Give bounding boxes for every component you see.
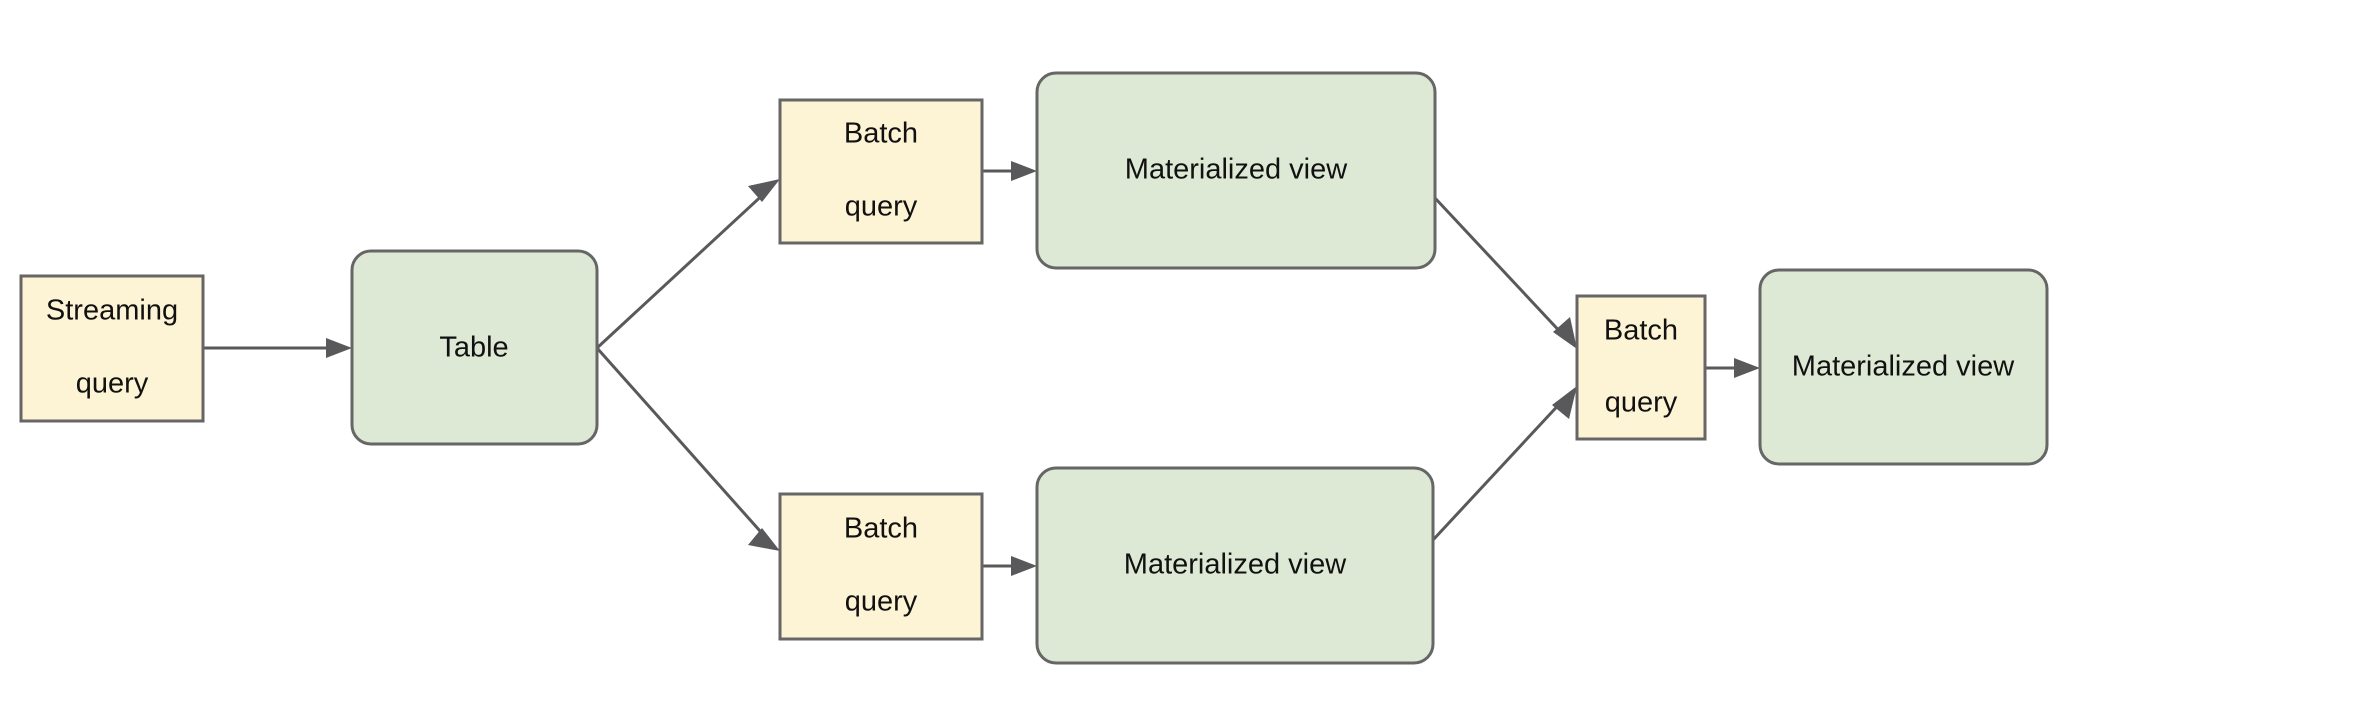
edge-merge-to-mv-final	[1705, 358, 1760, 378]
table-box[interactable]	[350, 249, 599, 446]
node-materialized-view-top[interactable]: Materialized view	[1035, 71, 1437, 270]
batch-query-top-label-line1: Batch	[844, 118, 918, 150]
streaming-query-box[interactable]	[19, 274, 205, 423]
node-batch-query-merge[interactable]: Batch query	[1575, 294, 1707, 441]
node-batch-query-top[interactable]: Batch query	[778, 98, 984, 245]
materialized-view-top-box[interactable]	[1035, 71, 1437, 270]
edge-batch-top-to-mv-top	[982, 161, 1037, 181]
batch-query-merge-label-line1: Batch	[1604, 315, 1678, 347]
batch-query-bottom-label-line2: query	[845, 586, 918, 618]
edge-mv-top-to-merge	[1433, 196, 1577, 349]
streaming-query-label-line2: query	[76, 368, 149, 400]
materialized-view-bottom-label: Materialized view	[1124, 549, 1347, 581]
node-materialized-view-bottom[interactable]: Materialized view	[1035, 466, 1435, 665]
edge-batch-bottom-to-mv-bottom	[982, 556, 1037, 576]
batch-query-top-box[interactable]	[778, 98, 984, 245]
edge-table-to-batch-bottom	[595, 347, 780, 551]
batch-query-merge-label-line2: query	[1605, 387, 1678, 419]
materialized-view-bottom-box[interactable]	[1035, 466, 1435, 665]
batch-query-bottom-box[interactable]	[778, 492, 984, 641]
table-label: Table	[439, 332, 508, 364]
batch-query-merge-box[interactable]	[1575, 294, 1707, 441]
batch-query-top-label-line2: query	[845, 191, 918, 223]
materialized-view-final-label: Materialized view	[1792, 351, 2015, 383]
edge-table-to-batch-top	[595, 179, 780, 350]
node-table[interactable]: Table	[350, 249, 599, 446]
node-materialized-view-final[interactable]: Materialized view	[1758, 268, 2049, 466]
materialized-view-top-label: Materialized view	[1125, 154, 1348, 186]
node-streaming-query[interactable]: Streaming query	[19, 274, 205, 423]
streaming-query-label-line1: Streaming	[46, 295, 178, 327]
node-batch-query-bottom[interactable]: Batch query	[778, 492, 984, 641]
edge-mv-bottom-to-merge	[1431, 386, 1577, 542]
batch-query-bottom-label-line1: Batch	[844, 513, 918, 545]
materialized-view-final-box[interactable]	[1758, 268, 2049, 466]
edge-streaming-to-table	[203, 338, 352, 358]
